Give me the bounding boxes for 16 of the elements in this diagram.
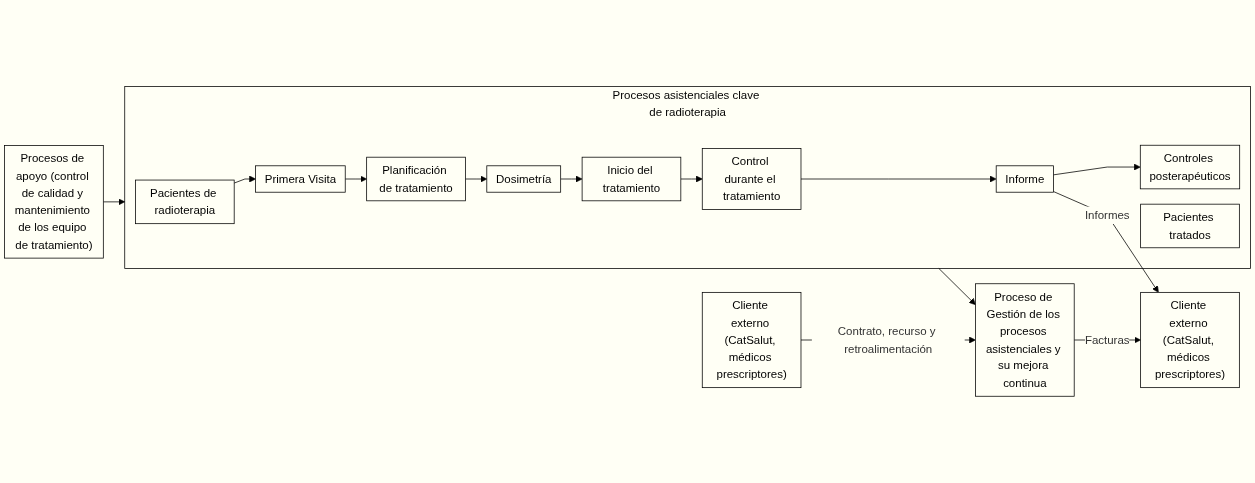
edge-label: Contrato, recurso y retroalimentación [837,324,936,355]
node-box: Proceso de Gestión de los procesos asistenciales y su mejora continua [975,283,1075,397]
node-box: Pacientes tratados [1140,203,1240,249]
node-box: Dosimetría [486,165,562,193]
node-box: Primera Visita [255,165,346,193]
node-box: Inicio del tratamiento [581,156,682,202]
node-box: Cliente externo (CatSalut, médicos prescriptores) [701,292,802,389]
node-box: Informe [995,165,1054,193]
edge-label: Facturas [1084,333,1130,347]
node-box: Controles posterapéuticos [1139,144,1241,190]
node-box: Cliente externo (CatSalut, médicos prescriptores) [1140,292,1240,389]
node-box: Pacientes de radioterapia [135,179,235,225]
edge-label: Informes [1084,208,1130,222]
node-box: Planificación de tratamiento [366,156,466,202]
node-box: Control durante el tratamiento [701,148,802,210]
node-box: Procesos de apoyo (control de calidad y mantenimiento de los equipo de tratamiento) [4,145,104,259]
